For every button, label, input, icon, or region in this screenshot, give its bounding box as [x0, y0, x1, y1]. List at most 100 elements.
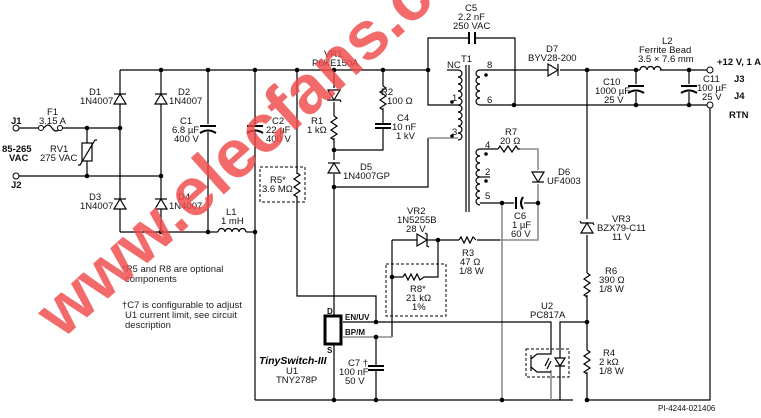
vr3-value: BZX79-C11 [597, 223, 646, 234]
zener-vr2[interactable] [416, 232, 441, 248]
r6-ref: R6 [605, 266, 617, 277]
note-optional-line2: components [125, 274, 177, 285]
rtn-label: RTN [729, 110, 749, 121]
capacitor-c10[interactable] [627, 84, 645, 94]
transformer-t1[interactable] [447, 65, 490, 212]
diode-d4[interactable] [153, 197, 169, 210]
junction-dot [633, 102, 639, 108]
junction-dot [380, 67, 386, 73]
capacitor-c1[interactable] [199, 124, 217, 134]
vr2-ref: VR2 [407, 206, 425, 217]
d4-value: 1N4007 [169, 201, 202, 212]
c7-rating: 50 V [345, 376, 365, 387]
junction-dot [511, 102, 517, 108]
junction-dot [294, 67, 300, 73]
t1-pin-3: 3 [452, 127, 457, 138]
c10-rating: 25 V [604, 95, 624, 106]
r3-ref: R3 [462, 248, 474, 259]
r8-value: 21 kΩ [406, 293, 431, 304]
d6-ref: D6 [558, 167, 570, 178]
en-uv-wire [343, 321, 552, 337]
r2-ref: R2 [381, 87, 393, 98]
resistor-r3[interactable] [458, 235, 477, 245]
junction-dot [205, 67, 211, 73]
vr1-value: P6KE150A [312, 58, 359, 69]
ferrite-bead-l2[interactable] [636, 65, 662, 71]
capacitor-c4[interactable] [375, 123, 391, 129]
resistor-r4[interactable] [582, 349, 592, 375]
t1-pin-5: 5 [485, 191, 490, 202]
junction-dot [331, 67, 337, 73]
inductor-l1[interactable] [217, 227, 247, 233]
t1-ref: T1 [461, 54, 472, 65]
varistor-rv1[interactable] [78, 139, 97, 166]
junction-dot [499, 397, 505, 403]
c1-ref: C1 [180, 116, 192, 127]
terminal-j1[interactable] [12, 124, 20, 132]
t1-nc-label: NC [447, 60, 461, 71]
d4-ref: D4 [178, 192, 190, 203]
diode-d1[interactable] [112, 92, 128, 105]
junction-dot [389, 274, 395, 280]
diode-d6[interactable] [530, 170, 546, 184]
u1-family: TinySwitch-III [259, 355, 328, 367]
ic-u1[interactable] [323, 314, 343, 346]
resistor-r2[interactable] [378, 85, 388, 111]
capacitor-c11[interactable] [680, 84, 698, 94]
r6-value: 390 Ω [599, 275, 625, 286]
terminal-j3[interactable] [706, 66, 714, 74]
junction-dot [686, 102, 692, 108]
terminal-j2[interactable] [12, 172, 20, 180]
note-c7-line3: description [125, 320, 171, 331]
note-optional-line1: *R5 and R8 are optional [122, 264, 223, 275]
resistor-r8[interactable] [385, 263, 447, 317]
resistor-r5[interactable] [259, 166, 306, 203]
output-rating: +12 V, 1 A [717, 57, 761, 68]
c4-value: 10 nF [392, 122, 416, 133]
r4-value: 2 kΩ [599, 357, 619, 368]
diode-d2[interactable] [153, 92, 169, 105]
junction-dot [331, 397, 337, 403]
capacitor-c5[interactable] [468, 32, 476, 44]
t1-pin-1: 1 [452, 93, 457, 104]
resistor-r6[interactable] [582, 272, 592, 298]
note-c7-line1: †C7 is configurable to adjust [122, 300, 242, 311]
l1-ref: L1 [226, 207, 237, 218]
d1-value: 1N4007 [80, 96, 113, 107]
r6-rating: 1/8 W [599, 284, 624, 295]
junction-dot [331, 184, 337, 190]
capacitor-c7[interactable] [368, 365, 384, 371]
u1-ref: U1 [286, 366, 298, 377]
c2-value: 22 µF [266, 125, 291, 136]
c5-left-wire [427, 37, 468, 70]
c10-value: 1000 µF [595, 86, 630, 97]
tvs-vr1[interactable] [326, 88, 342, 103]
u2-led-top-wire [559, 321, 587, 337]
capacitor-c2[interactable] [246, 124, 264, 134]
diode-d3[interactable] [112, 197, 128, 210]
resistor-r7[interactable] [497, 144, 520, 154]
resistor-r1[interactable] [329, 115, 339, 141]
junction-dot [117, 125, 123, 131]
capacitor-c6[interactable] [515, 196, 524, 210]
diode-d5[interactable] [326, 160, 342, 174]
rv1-ref: RV1 [50, 144, 68, 155]
optocoupler-u2[interactable] [525, 337, 570, 378]
vr3-ref: VR3 [612, 214, 630, 225]
document-id: PI-4244-021406 [658, 404, 716, 413]
vr3-rating: 11 V [612, 232, 632, 243]
junction-dot [84, 125, 90, 131]
r7-to-d6-wire [520, 148, 539, 203]
r5-ref: R5* [270, 175, 286, 186]
d2-ref: D2 [178, 87, 190, 98]
terminal-j4[interactable] [706, 101, 714, 109]
c5-right-wire [476, 37, 516, 105]
diode-d7[interactable] [547, 62, 560, 78]
zener-vr3[interactable] [579, 219, 595, 235]
l2-ref: L2 [662, 36, 673, 47]
junction-dot [535, 200, 541, 206]
fuse-f1[interactable] [38, 124, 63, 132]
c11-value: 100 µF [697, 83, 727, 94]
junction-dot [205, 229, 211, 235]
